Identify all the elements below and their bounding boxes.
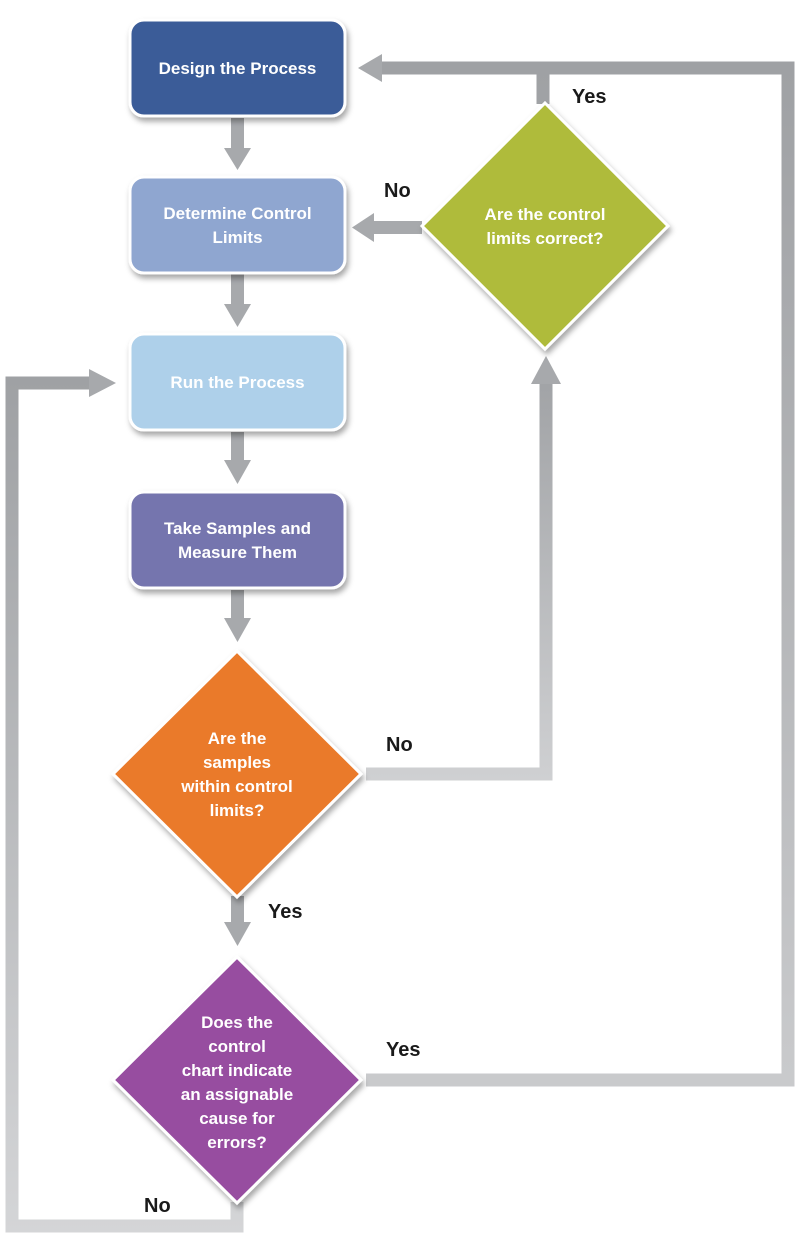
arrowhead-to-correct <box>531 356 561 384</box>
decision-assignable-text: Does the control chart indicate an assignab… <box>181 1013 293 1152</box>
node-text-line: limits correct? <box>486 229 603 248</box>
node-text-line: Limits <box>212 228 262 247</box>
arrow-correct-no-to-determine <box>352 213 422 242</box>
line-yes-loop-to-design <box>366 61 795 1087</box>
label-within-no: No <box>386 734 413 756</box>
arrow-within-to-assignable <box>224 896 251 946</box>
decision-assignable-cause: Does the control chart indicate an assignab… <box>110 954 364 1206</box>
label-assignable-no: No <box>144 1195 171 1217</box>
arrow-take-to-within <box>224 590 251 642</box>
node-text-line: Does the <box>201 1013 273 1032</box>
node-text-line: Are the <box>208 729 267 748</box>
node-run-the-process: Run the Process <box>128 332 347 432</box>
node-design-the-process: Design the Process <box>128 18 347 118</box>
arrow-design-to-determine <box>224 118 251 170</box>
line-assignable-no-to-run <box>5 376 244 1233</box>
node-text-line: an assignable <box>181 1085 293 1104</box>
node-text-line: Are the control <box>485 205 606 224</box>
node-run-text: Run the Process <box>170 373 304 392</box>
label-within-yes: Yes <box>268 901 302 923</box>
node-text-line: cause for <box>199 1109 275 1128</box>
line-within-no-to-correct <box>366 380 553 781</box>
decision-samples-within-limits: Are the samples within control limits? <box>110 648 364 900</box>
label-assignable-yes: Yes <box>386 1039 420 1061</box>
decision-correct-text: Are the control limits correct? <box>485 205 606 248</box>
node-design-text: Design the Process <box>159 59 317 78</box>
connectors <box>5 54 795 1233</box>
arrowhead-to-design <box>358 54 382 82</box>
node-text-line: within control <box>180 777 292 796</box>
node-text-line: errors? <box>207 1133 267 1152</box>
arrowhead-to-run <box>89 369 116 397</box>
node-text-line: chart indicate <box>182 1061 293 1080</box>
node-text-line: limits? <box>210 801 265 820</box>
decision-within-text: Are the samples within control limits? <box>180 729 292 820</box>
decision-control-limits-correct: Are the control limits correct? <box>419 100 671 352</box>
node-text-line: Determine Control <box>163 204 311 223</box>
node-text-line: Design the Process <box>159 59 317 78</box>
node-text-line: control <box>208 1037 266 1056</box>
label-correct-yes: Yes <box>572 86 606 108</box>
node-text-line: Measure Them <box>178 543 297 562</box>
arrow-run-to-take <box>224 432 251 484</box>
node-text-line: Run the Process <box>170 373 304 392</box>
node-text-line: samples <box>203 753 271 772</box>
node-text-line: Take Samples and <box>164 519 311 538</box>
arrow-determine-to-run <box>224 274 251 327</box>
label-correct-no: No <box>384 180 411 202</box>
